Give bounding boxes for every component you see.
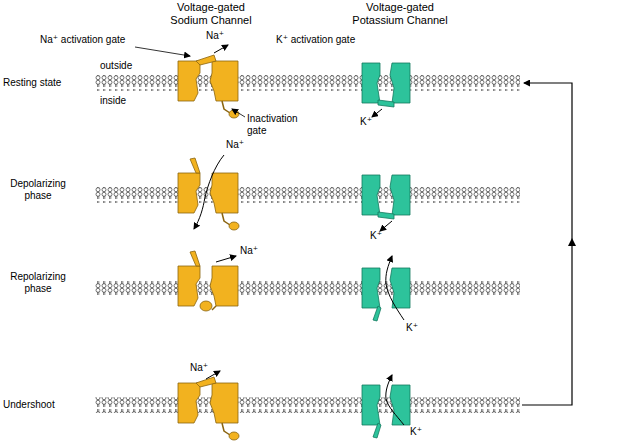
text-label: Na⁺ (240, 245, 258, 257)
text-label: K⁺ (370, 230, 382, 242)
text-label: Resting state (3, 77, 61, 89)
depolarizing-channels (178, 155, 410, 231)
text-label: K⁺ (410, 426, 422, 438)
text-label: Na⁺ (190, 362, 208, 374)
cycle-arrow (522, 83, 576, 405)
text-label: Depolarizing phase (3, 178, 73, 202)
resting-channels (135, 45, 410, 118)
text-label: K⁺ (406, 322, 418, 334)
text-label: outside (100, 60, 132, 72)
column-heading: Voltage-gated Potassium Channel (350, 1, 450, 27)
membrane (95, 75, 520, 413)
column-heading: Voltage-gated Sodium Channel (165, 1, 257, 27)
undershoot-channels (178, 371, 410, 440)
repolarizing-channels (178, 251, 410, 321)
text-label: Na⁺ activation gate (40, 34, 125, 46)
text-label: Undershoot (3, 399, 55, 411)
text-label: inside (100, 95, 126, 107)
text-label: K⁺ activation gate (276, 34, 355, 46)
text-label: Inactivation gate (247, 113, 303, 137)
text-label: Repolarizing phase (3, 271, 73, 295)
text-label: Na⁺ (206, 30, 224, 42)
text-label: Na⁺ (226, 139, 244, 151)
text-label: K⁺ (360, 116, 372, 128)
